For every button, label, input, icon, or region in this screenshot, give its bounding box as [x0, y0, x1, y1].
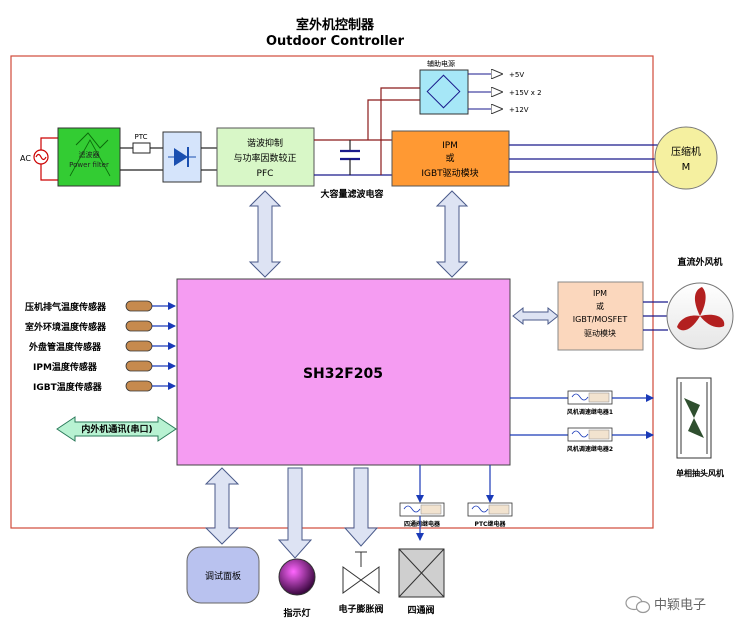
pfc-block — [216, 127, 315, 187]
fan-driver-line1: IPM — [593, 289, 607, 298]
capacitor-label: 大容量滤波电容 — [320, 188, 383, 200]
four-way-valve-label: 四通阀 — [407, 604, 434, 616]
power-filter-block — [57, 127, 121, 187]
ipm-line1: IPM — [442, 141, 458, 151]
mcu-block — [176, 278, 511, 466]
mcu-indicator-link — [277, 467, 313, 559]
pfc-line2: 与功率因数较正 — [233, 152, 296, 164]
mcu-eev-link — [343, 467, 379, 547]
filter-label-en: Power filter — [69, 161, 109, 169]
sensor-label: 外盘管温度传感器 — [28, 341, 102, 353]
sensor-label: 室外环境温度传感器 — [25, 321, 107, 333]
fan-driver-line2: 或 — [596, 301, 604, 311]
four-way-relay-label: 四通阀继电器 — [404, 520, 441, 528]
comm-link — [56, 416, 177, 442]
eev-label: 电子膨胀阀 — [338, 603, 383, 615]
ipm-block — [391, 130, 510, 187]
sensor-label: 压机排气温度传感器 — [25, 301, 107, 313]
sensor-item: 外盘管温度传感器 — [28, 340, 176, 353]
debug-panel — [186, 546, 260, 604]
eev-valve-icon — [342, 551, 380, 594]
fan-driver-block — [557, 281, 644, 351]
out-15v: +15V x 2 — [509, 89, 542, 97]
dc-fan-title: 直流外风机 — [677, 256, 722, 268]
sensor-probe-icon — [125, 340, 153, 352]
aux-power-label: 辅助电源 — [427, 59, 455, 68]
fan-driver-line4: 驱动模块 — [584, 328, 616, 338]
watermark-text: 中颖电子 — [654, 598, 706, 613]
sensor-label: IGBT温度传感器 — [33, 381, 103, 393]
comm-label: 内外机通讯(串口) — [81, 423, 152, 435]
sensor-item: 压机排气温度传感器 — [25, 300, 176, 313]
title-cn: 室外机控制器 — [296, 17, 375, 33]
pfc-mcu-link — [248, 190, 282, 278]
sensor-label: IPM温度传感器 — [33, 361, 98, 373]
pfc-line3: PFC — [257, 169, 274, 179]
mcu-debug-link — [204, 467, 240, 545]
fan-relay-1-label: 风机调速继电器1 — [567, 408, 613, 416]
indicator-label: 指示灯 — [283, 607, 310, 619]
sensor-probe-icon — [125, 360, 153, 372]
bridge-icon — [426, 74, 461, 109]
fan-blade-icon — [677, 287, 725, 331]
mcu-fan-driver-link — [512, 306, 559, 326]
debug-panel-label: 调试面板 — [205, 570, 241, 582]
out-5v: +5V — [509, 71, 524, 79]
compressor-line1: 压缩机 — [671, 145, 701, 158]
ipm-line3: IGBT驱动模块 — [421, 167, 478, 179]
ptc-relay-label: PTC继电器 — [475, 520, 507, 528]
sensor-item: IPM温度传感器 — [33, 360, 176, 373]
ptc-resistor — [132, 142, 151, 154]
pfc-line1: 谐波抑制 — [247, 137, 283, 149]
out-12v: +12V — [509, 106, 529, 114]
wechat-icon — [625, 595, 651, 614]
sensor-probe-icon — [125, 300, 153, 312]
fan-icon — [684, 398, 704, 438]
title-en: Outdoor Controller — [266, 34, 405, 49]
fan-driver-line3: IGBT/MOSFET — [573, 315, 628, 324]
compressor-motor — [654, 126, 718, 190]
ac-label: AC — [20, 154, 31, 163]
ipm-mcu-link — [435, 190, 469, 278]
controller-frame — [10, 55, 654, 529]
filter-label-cn: 滤波器 — [79, 150, 100, 159]
single-phase-fan — [676, 377, 712, 459]
sensor-probe-icon — [125, 320, 153, 332]
sensor-list: 压机排气温度传感器 室外环境温度传感器 外盘管温度传感器 IPM温度传感器 IG… — [25, 300, 176, 393]
mcu-label: SH32F205 — [303, 366, 383, 382]
ptc-label: PTC — [135, 133, 148, 141]
sensor-item: 室外环境温度传感器 — [25, 320, 176, 333]
fan-relay-2-label: 风机调速继电器2 — [567, 445, 613, 453]
sensor-probe-icon — [125, 380, 153, 392]
indicator-led-icon — [278, 558, 316, 596]
single-phase-fan-label: 单相抽头风机 — [676, 468, 724, 478]
compressor-line2: M — [682, 162, 691, 173]
sensor-item: IGBT温度传感器 — [33, 380, 176, 393]
ipm-line2: 或 — [445, 152, 454, 164]
